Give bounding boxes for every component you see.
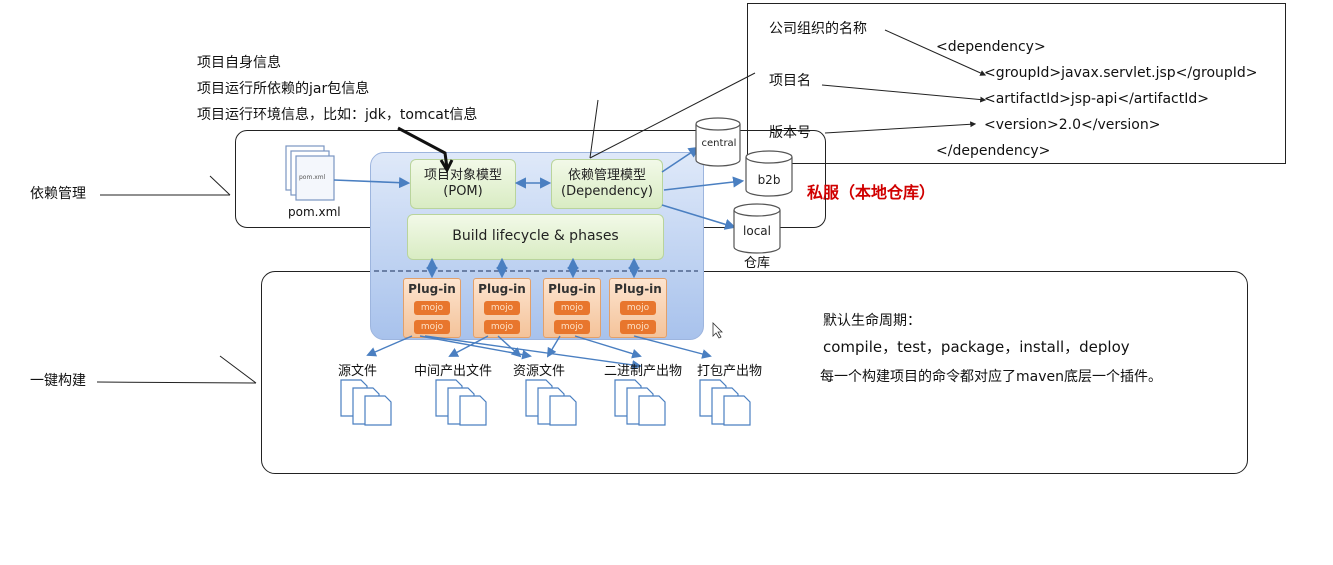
output-label-intermediate: 中间产出文件 xyxy=(414,364,493,379)
repository-caption: 仓库 xyxy=(744,256,771,271)
mojo-badge: mojo xyxy=(414,301,450,315)
pom-note-2: 项目运行所依赖的jar包信息 xyxy=(197,81,370,97)
pom-file-icon xyxy=(285,145,335,201)
plugin-label: Plug-in xyxy=(478,282,526,296)
artifact-description: 项目名 xyxy=(769,73,811,89)
version-description: 版本号 xyxy=(769,125,811,141)
plugin-label: Plug-in xyxy=(614,282,662,296)
lifecycle-box: Build lifecycle & phases xyxy=(407,214,664,260)
pom-file-label: pom.xml xyxy=(288,205,341,219)
dependency-management-label: 依赖管理 xyxy=(30,186,86,202)
local-label: local xyxy=(743,224,771,238)
dependency-model-line1: 依赖管理模型 xyxy=(567,167,646,183)
local-repo-icon xyxy=(733,203,781,254)
package-artifacts-icon xyxy=(699,379,751,426)
cursor-icon xyxy=(712,322,723,339)
pom-note-1: 项目自身信息 xyxy=(197,55,281,71)
output-label-source: 源文件 xyxy=(338,364,378,379)
b2b-repo-icon xyxy=(745,150,793,197)
pom-pointer-arrow xyxy=(397,126,449,169)
xml-artifact-id: <artifactId>jsp-api</artifactId> xyxy=(984,91,1209,107)
lifecycle-notes-description: 每一个构建项目的命令都对应了maven底层一个插件。 xyxy=(820,369,1162,385)
mojo-badge: mojo xyxy=(620,301,656,315)
lifecycle-notes-phases: compile，test，package，install，deploy xyxy=(823,338,1130,356)
mojo-badge: mojo xyxy=(620,320,656,334)
source-files-icon xyxy=(340,379,392,426)
one-click-build-region xyxy=(261,271,1248,474)
output-label-binary: 二进制产出物 xyxy=(604,364,683,379)
central-label: central xyxy=(701,138,737,149)
coordinates-box xyxy=(747,3,1286,164)
output-label-package: 打包产出物 xyxy=(697,364,763,379)
plugin-3: Plug-in mojo mojo xyxy=(543,278,601,338)
binary-artifacts-icon xyxy=(614,379,666,426)
plugin-label: Plug-in xyxy=(408,282,456,296)
plugin-1: Plug-in mojo mojo xyxy=(403,278,461,338)
dependency-model-box: 依赖管理模型 (Dependency) xyxy=(551,159,663,209)
lifecycle-label: Build lifecycle & phases xyxy=(452,228,619,245)
private-server-label: 私服（本地仓库） xyxy=(807,183,936,202)
intermediate-files-icon xyxy=(435,379,487,426)
mojo-badge: mojo xyxy=(484,320,520,334)
pom-note-3: 项目运行环境信息，比如：jdk，tomcat信息 xyxy=(197,107,478,123)
group-description: 公司组织的名称 xyxy=(769,21,867,37)
mojo-badge: mojo xyxy=(554,320,590,334)
plugin-label: Plug-in xyxy=(548,282,596,296)
resource-files-icon xyxy=(525,379,577,426)
b2b-label: b2b xyxy=(757,173,781,187)
xml-group-id: <groupId>javax.servlet.jsp</groupId> xyxy=(984,65,1258,81)
mojo-badge: mojo xyxy=(414,320,450,334)
xml-version: <version>2.0</version> xyxy=(984,117,1161,133)
mojo-badge: mojo xyxy=(554,301,590,315)
plugin-4: Plug-in mojo mojo xyxy=(609,278,667,338)
one-click-build-label: 一键构建 xyxy=(30,373,86,389)
xml-dependency-open: <dependency> xyxy=(936,39,1046,55)
dependency-model-line2: (Dependency) xyxy=(561,184,653,199)
pom-model-line1: 项目对象模型 xyxy=(423,167,502,183)
plugin-2: Plug-in mojo mojo xyxy=(473,278,531,338)
pom-model-line2: (POM) xyxy=(443,184,483,199)
mojo-badge: mojo xyxy=(484,301,520,315)
pom-file-icon-text: pom.xml xyxy=(299,174,326,181)
pom-model-box: 项目对象模型 (POM) xyxy=(410,159,516,209)
lifecycle-notes-title: 默认生命周期： xyxy=(823,313,921,329)
xml-dependency-close: </dependency> xyxy=(936,143,1051,159)
central-repo-icon xyxy=(695,117,741,167)
output-label-resources: 资源文件 xyxy=(513,364,566,379)
